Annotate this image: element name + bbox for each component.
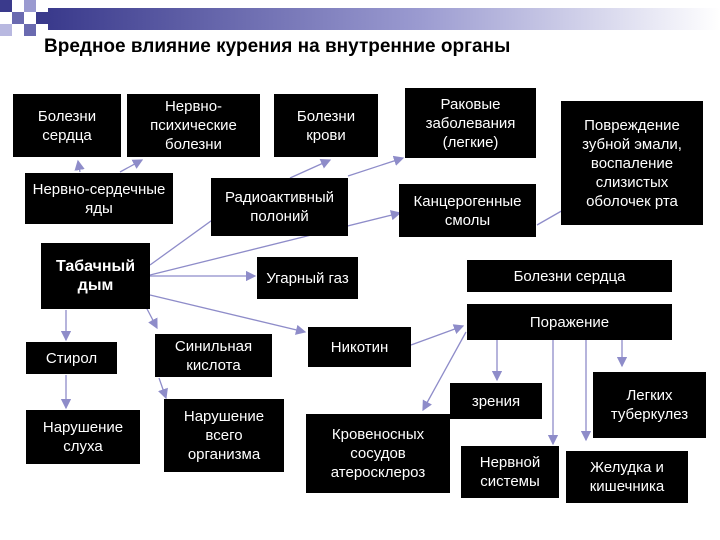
node-nervnoi: Нервной системы [461,446,559,498]
node-kancerogen: Канцерогенные смолы [399,184,536,237]
node-legkih: Легких туберкулез [593,372,706,438]
header-decoration [0,0,720,36]
node-sinilnaya: Синильная кислота [155,334,272,377]
node-bolezni-krovi: Болезни крови [274,94,378,157]
node-zheludka: Желудка и кишечника [566,451,688,503]
node-zreniya: зрения [450,383,542,419]
node-narushenie-vsego: Нарушение всего организма [164,399,284,472]
node-narushenie-sluha: Нарушение слуха [26,410,140,464]
node-nervno-psihicheskie: Нервно-психические болезни [127,94,260,157]
node-radioaktivnyi: Радиоактивный полоний [211,178,348,236]
node-bolezni-serdca-top: Болезни сердца [13,94,121,157]
node-bolezni-serdca-right: Болезни сердца [467,260,672,292]
node-nervno-serdechnye: Нервно-сердечные яды [25,173,173,224]
node-rakovye: Раковые заболевания (легкие) [405,88,536,158]
page-title: Вредное влияние курения на внутренние ор… [44,36,511,57]
node-krovenosnyh: Кровеносных сосудов атеросклероз [306,414,450,493]
node-stirol: Стирол [26,342,117,374]
node-ugarnyi-gaz: Угарный газ [257,257,358,299]
node-povrezhdenie: Повреждение зубной эмали, воспаление сли… [561,101,703,225]
node-tabachnyi-dym: Табачный дым [41,243,150,309]
node-porazhenie: Поражение [467,304,672,340]
node-nikotin: Никотин [308,327,411,367]
